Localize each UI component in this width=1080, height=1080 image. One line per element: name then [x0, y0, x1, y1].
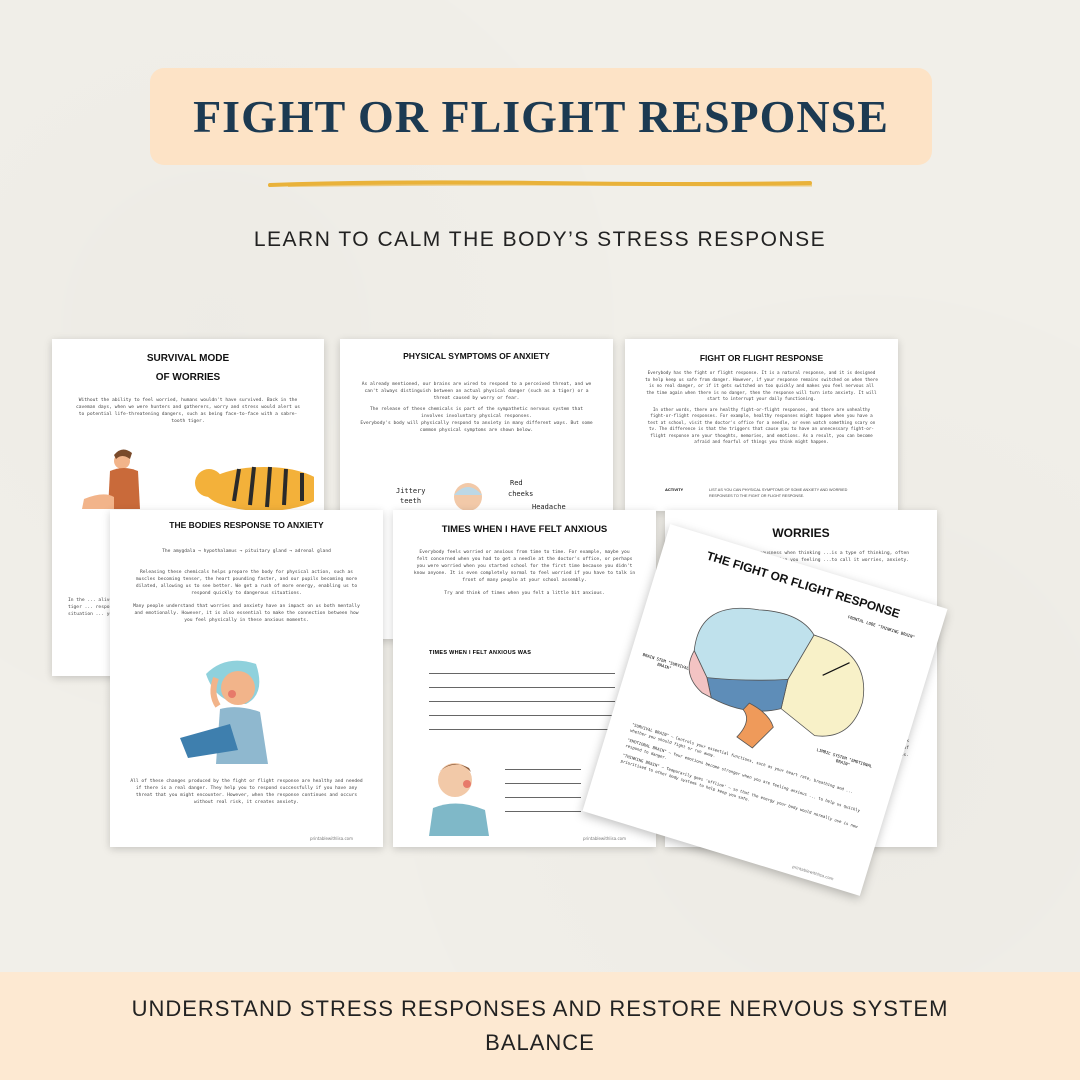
brush-underline — [268, 180, 812, 187]
brain-diagram — [688, 607, 865, 749]
answer-line[interactable] — [505, 769, 581, 770]
physical-body-3: Everybody's body will physically respond… — [360, 421, 593, 433]
label-jittery: Jittery — [396, 487, 426, 495]
times-answer-lines-short — [505, 756, 581, 825]
times-body: Everybody feels worried or anxious from … — [413, 550, 636, 583]
anxious-woman-illustration — [180, 660, 268, 764]
answer-line[interactable] — [429, 673, 615, 674]
activity-text: LIST AS YOU CAN PHYSICAL SYMPTOMS OF SOM… — [709, 488, 848, 498]
worksheet-brain-diagram: THE FIGHT OR FLIGHT RESPONSE FRONTAL LOB… — [582, 524, 948, 896]
label-cheeks: cheeks — [508, 490, 534, 498]
answer-line[interactable] — [429, 715, 615, 716]
footer-banner: UNDERSTAND STRESS RESPONSES AND RESTORE … — [0, 972, 1080, 1080]
physical-title: PHYSICAL SYMPTOMS OF ANXIETY — [403, 351, 550, 361]
bodies-chain: The amygdala → hypothalamus → pituitary … — [162, 549, 331, 554]
caveman-tiger-illustration — [82, 449, 314, 511]
answer-line[interactable] — [505, 811, 581, 812]
label-teeth: teeth — [400, 497, 422, 505]
bodies-body-2: Many people understand that worries and … — [133, 604, 360, 623]
page-title: FIGHT OR FLIGHT RESPONSE — [193, 91, 889, 142]
bodies-body: Releasing these chemicals helps prepare … — [135, 570, 358, 596]
person-head-illustration — [454, 483, 482, 511]
physical-body: As already mentioned, our brains are wir… — [361, 382, 592, 401]
times-list-label: TIMES WHEN I FELT ANXIOUS WAS — [429, 650, 532, 656]
answer-line[interactable] — [505, 783, 581, 784]
survival-body-2: In the ... alive, ... tiger ... response… — [68, 598, 129, 617]
title-banner: FIGHT OR FLIGHT RESPONSE — [150, 68, 932, 165]
fight-title: FIGHT OR FLIGHT RESPONSE — [699, 353, 824, 363]
thinking-boy-illustration — [429, 763, 489, 836]
survival-title-line1: SURVIVAL MODE — [146, 353, 230, 364]
worries-body: ...nxious, fear, or nervousness when thi… — [696, 551, 909, 563]
survival-body: Without the ability to feel worried, hum… — [75, 398, 301, 424]
worksheet-bodies-response: THE BODIES RESPONSE TO ANXIETY The amygd… — [110, 510, 383, 847]
times-title: TIMES WHEN I HAVE FELT ANXIOUS — [441, 524, 608, 535]
worksheet-fight-or-flight-text: FIGHT OR FLIGHT RESPONSE Everybody has t… — [625, 339, 898, 511]
times-credit: printablewithlisa.com — [582, 836, 626, 841]
survival-title-line2: OF WORRIES — [155, 372, 221, 383]
bodies-title: THE BODIES RESPONSE TO ANXIETY — [169, 520, 324, 530]
answer-line[interactable] — [505, 797, 581, 798]
answer-line[interactable] — [429, 701, 615, 702]
times-answer-lines — [429, 660, 615, 743]
subtitle: LEARN TO CALM THE BODY’S STRESS RESPONSE — [253, 228, 827, 251]
bodies-body-3: All of these changes produced by the fig… — [130, 779, 363, 805]
fight-body-2: In other words, there are healthy fight-… — [647, 407, 876, 446]
footer-text: UNDERSTAND STRESS RESPONSES AND RESTORE … — [131, 996, 949, 1055]
label-red: Red — [510, 479, 523, 487]
times-body-2: Try and think of times when you felt a l… — [444, 591, 605, 596]
activity-label: ACTIVITY — [665, 487, 684, 492]
answer-line[interactable] — [429, 729, 615, 730]
bodies-credit: printablewithlisa.com — [309, 836, 353, 841]
physical-body-2: The release of these chemicals is part o… — [370, 407, 583, 419]
answer-line[interactable] — [429, 687, 615, 688]
fight-body: Everybody has the fight or flight respon… — [645, 371, 878, 402]
worries-title: WORRIES — [772, 526, 830, 540]
label-headache: Headache — [532, 503, 566, 511]
